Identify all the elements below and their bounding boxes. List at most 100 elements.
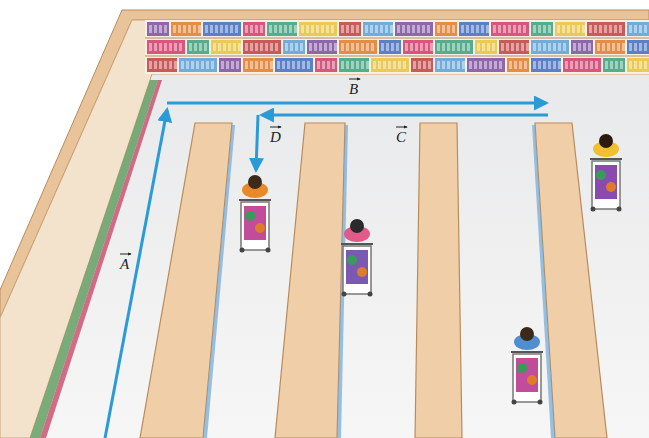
product-item [599, 25, 602, 33]
product-block [203, 22, 241, 36]
product-item [513, 25, 516, 33]
product-item [174, 43, 177, 51]
product-item [255, 43, 258, 51]
product-block [627, 22, 649, 36]
product-item [385, 25, 388, 33]
product-block [435, 22, 457, 36]
product-block [571, 40, 593, 54]
product-item [588, 43, 591, 51]
product-item [462, 61, 465, 69]
product-item [317, 61, 320, 69]
product-item [173, 25, 176, 33]
product-block [339, 40, 377, 54]
product-block [555, 22, 585, 36]
product-item [194, 43, 197, 51]
product-item [594, 25, 597, 33]
product-item [482, 43, 485, 51]
product-item [221, 61, 224, 69]
product-item [620, 61, 623, 69]
product-block [467, 58, 505, 72]
product-block [603, 58, 625, 72]
product-item [351, 43, 354, 51]
product-item [577, 25, 580, 33]
product-item [410, 43, 413, 51]
product-item [245, 25, 248, 33]
product-item [583, 43, 586, 51]
product-item [471, 25, 474, 33]
product-item [236, 61, 239, 69]
product-item [572, 25, 575, 33]
product-item [279, 25, 282, 33]
product-item [159, 61, 162, 69]
product-item [329, 43, 332, 51]
product-item [275, 43, 278, 51]
product-block [243, 22, 265, 36]
product-block [147, 40, 185, 54]
product-item [289, 25, 292, 33]
product-item [371, 43, 374, 51]
product-item [322, 61, 325, 69]
product-block [435, 58, 465, 72]
product-item [265, 61, 268, 69]
product-item [533, 25, 536, 33]
product-item [233, 43, 236, 51]
product-item [282, 61, 285, 69]
product-item [563, 43, 566, 51]
product-item [543, 25, 546, 33]
product-item [393, 61, 396, 69]
product-block [499, 40, 529, 54]
product-item [220, 25, 223, 33]
product-item [437, 61, 440, 69]
product-block [531, 58, 561, 72]
product-item [508, 25, 511, 33]
product-item [417, 25, 420, 33]
product-item [437, 25, 440, 33]
product-item [334, 43, 337, 51]
product-item [457, 43, 460, 51]
product-item [149, 43, 152, 51]
product-item [250, 25, 253, 33]
product-item [523, 25, 526, 33]
product-item [198, 25, 201, 33]
product-item [457, 61, 460, 69]
product-item [321, 25, 324, 33]
product-item [383, 61, 386, 69]
product-item [277, 61, 280, 69]
product-block [299, 22, 337, 36]
product-item [602, 43, 605, 51]
product-block [371, 58, 409, 72]
product-item [361, 43, 364, 51]
product-item [629, 25, 632, 33]
product-item [179, 43, 182, 51]
product-item [516, 43, 519, 51]
product-item [452, 43, 455, 51]
product-item [361, 61, 364, 69]
product-block [339, 58, 369, 72]
product-item [287, 61, 290, 69]
product-item [538, 43, 541, 51]
product-item [375, 25, 378, 33]
product-block [275, 58, 313, 72]
product-item [341, 61, 344, 69]
product-item [164, 61, 167, 69]
product-block [243, 40, 281, 54]
product-item [265, 43, 268, 51]
product-item [356, 25, 359, 33]
product-item [511, 43, 514, 51]
product-item [425, 43, 428, 51]
product-item [331, 25, 334, 33]
product-item [228, 43, 231, 51]
product-item [366, 61, 369, 69]
product-item [223, 43, 226, 51]
product-item [442, 61, 445, 69]
product-item [386, 43, 389, 51]
product-item [314, 43, 317, 51]
product-item [467, 43, 470, 51]
product-item [297, 61, 300, 69]
product-item [617, 43, 620, 51]
product-item [307, 61, 310, 69]
product-item [418, 61, 421, 69]
product-item [415, 43, 418, 51]
vector-label: C [396, 130, 406, 145]
